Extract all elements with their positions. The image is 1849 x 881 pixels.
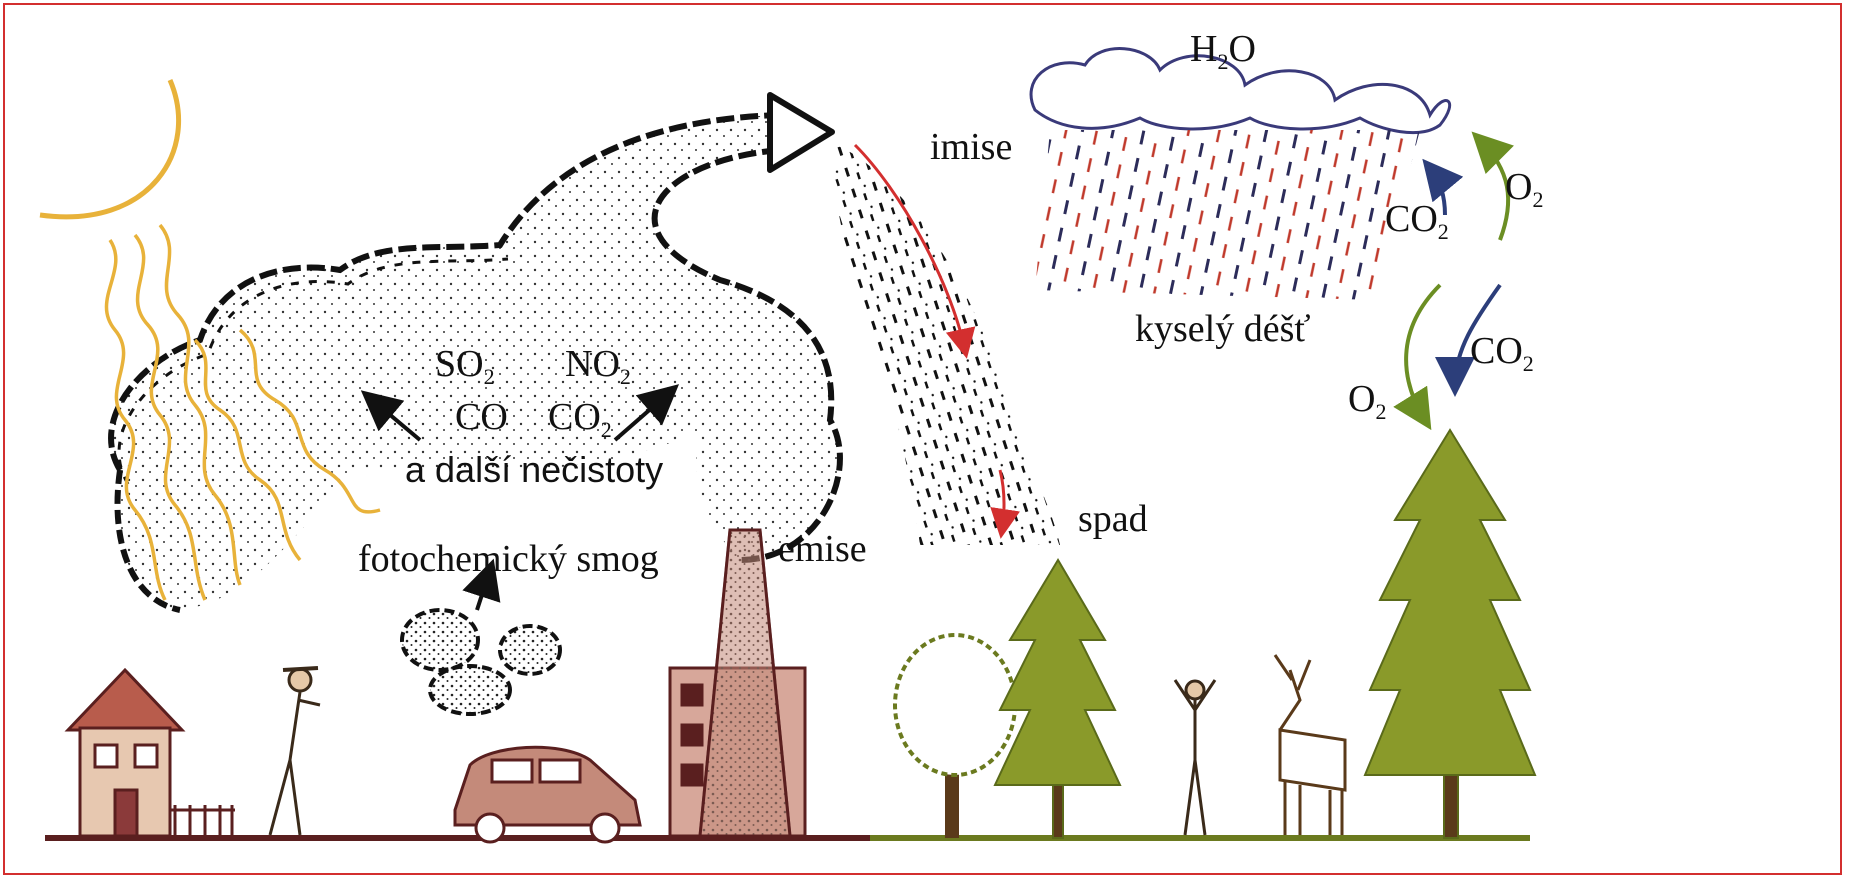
label-acid-rain: kyselý déšť: [1135, 310, 1311, 348]
label-o2-top: O2: [1505, 168, 1543, 211]
label-co: CO: [455, 398, 508, 436]
label-co2-bottom: CO2: [1470, 332, 1534, 375]
label-no2: NO2: [565, 345, 631, 388]
car: [455, 747, 640, 842]
label-so2: SO2: [435, 345, 495, 388]
o2-up-arrow: [1480, 140, 1508, 240]
deer: [1275, 655, 1345, 835]
fallout-stream: [834, 145, 1060, 545]
label-other-pollutants: a další nečistoty: [405, 452, 663, 488]
child: [1175, 680, 1215, 835]
label-co2-top: CO2: [1385, 200, 1449, 243]
label-h2o: H2O: [1190, 30, 1256, 73]
factory-chimney: [670, 530, 805, 836]
sun-crescent: [40, 80, 179, 217]
o2-down-arrow: [1406, 285, 1440, 420]
conifer-small: [995, 560, 1120, 838]
label-emission: emise: [778, 530, 867, 568]
label-photochemical-smog: fotochemický smog: [358, 540, 659, 578]
conifer-large: [1365, 430, 1535, 838]
label-o2-bottom: O2: [1348, 380, 1386, 423]
house: [68, 670, 235, 836]
person-walking: [270, 668, 320, 835]
deciduous-tree: [895, 635, 1015, 838]
label-fallout: spad: [1078, 500, 1148, 538]
plume-arrow-head: [770, 95, 832, 170]
car-smog-puffs: [402, 610, 560, 714]
acid-rain: [1035, 130, 1420, 300]
label-co2-smog: CO2: [548, 398, 612, 441]
label-immission: imise: [930, 128, 1012, 166]
